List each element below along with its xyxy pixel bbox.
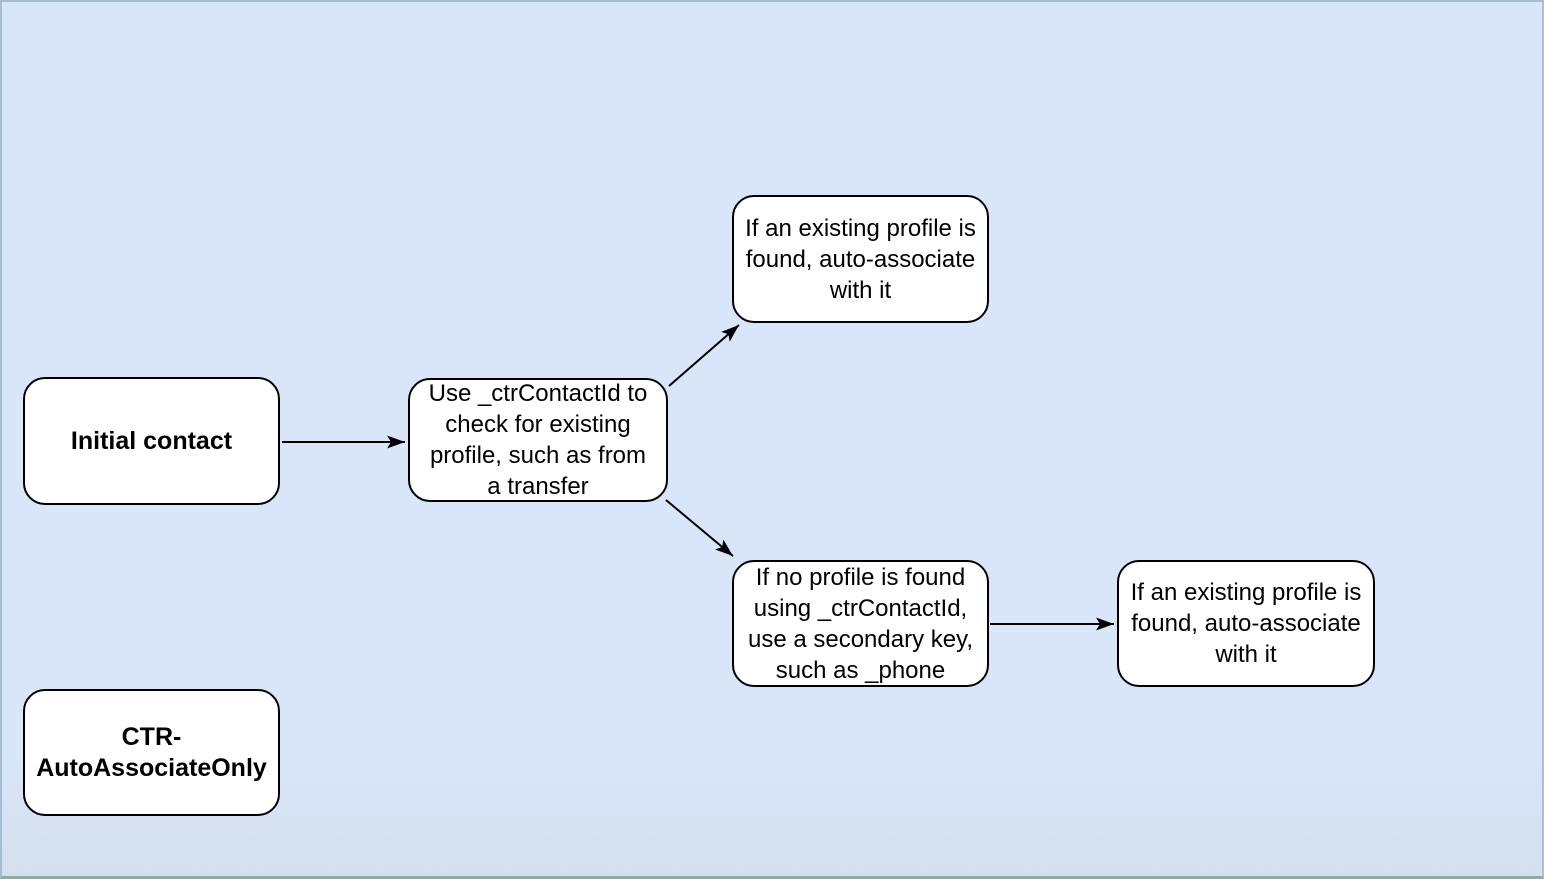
node-existing-profile-auto-associate-top: If an existing profile is found, auto-as… [732, 195, 989, 323]
node-ctr-auto-associate-only: CTR- AutoAssociateOnly [23, 689, 280, 816]
node-initial-contact: Initial contact [23, 377, 280, 505]
node-initial-contact-label: Initial contact [70, 426, 233, 455]
node-no-profile-secondary-key: If no profile is found using _ctrContact… [732, 560, 989, 687]
node-use-ctrcontactid-check-label: Use _ctrContactId to check for existing … [428, 380, 648, 500]
node-existing-profile-auto-associate-right-label: If an existing profile is found, auto-as… [1130, 579, 1362, 668]
edge-check-to-found-top [668, 324, 740, 387]
node-ctr-auto-associate-only-label: CTR- AutoAssociateOnly [36, 722, 267, 782]
node-use-ctrcontactid-check: Use _ctrContactId to check for existing … [408, 378, 668, 502]
node-existing-profile-auto-associate-right: If an existing profile is found, auto-as… [1117, 560, 1375, 687]
node-no-profile-secondary-key-label: If no profile is found using _ctrContact… [747, 563, 973, 684]
edge-check-to-no-profile [665, 499, 734, 557]
node-existing-profile-auto-associate-top-label: If an existing profile is found, auto-as… [745, 214, 976, 304]
